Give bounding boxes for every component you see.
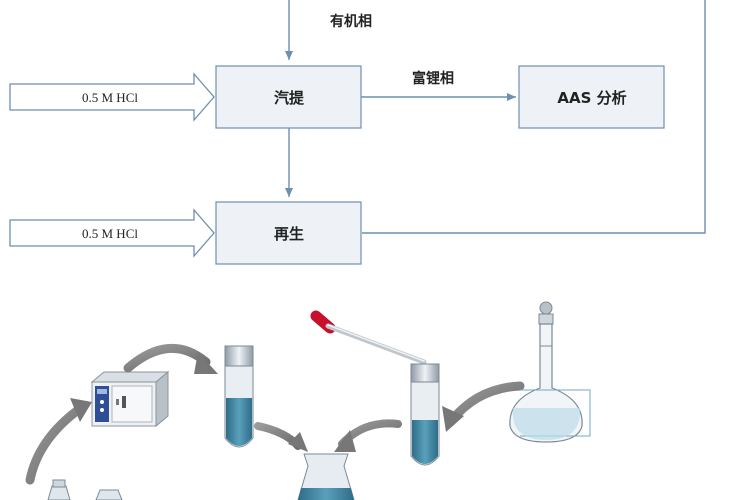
recycle-line [362, 0, 706, 234]
curved-arrow-to-oven [25, 398, 92, 485]
pipette-icon [310, 310, 427, 365]
organic-phase-label: 有机相 [330, 13, 372, 30]
curved-arrow-flask-to-tube [442, 381, 525, 432]
curved-arrow-tube2-to-beaker [334, 419, 402, 452]
regeneration-box [215, 201, 362, 265]
beaker-icon [297, 453, 355, 500]
regeneration-label: 再生 [274, 225, 304, 243]
hcl-input-label-regen: 0.5 M HCl [82, 226, 138, 241]
curved-arrow-oven-to-tube [123, 344, 218, 374]
stripping-label: 汽提 [274, 89, 305, 107]
curved-arrow-tube-to-beaker [254, 422, 308, 452]
volumetric-flask-icon [509, 301, 591, 443]
aas-box [518, 65, 665, 129]
aas-label: AAS 分析 [557, 89, 626, 107]
stripping-box [215, 65, 362, 129]
hcl-input-arrow-strip [9, 72, 215, 122]
drying-oven-icon [90, 370, 170, 428]
flask-bottom-left-icon [47, 479, 71, 500]
hcl-input-arrow-regen [9, 208, 215, 258]
test-tube-icon [224, 345, 254, 448]
rich-phase-label: 富锂相 [412, 70, 454, 87]
hcl-input-label-strip: 0.5 M HCl [82, 90, 138, 105]
test-tube-2-icon [410, 363, 440, 466]
flask-bottom-left-2-icon [95, 489, 123, 500]
